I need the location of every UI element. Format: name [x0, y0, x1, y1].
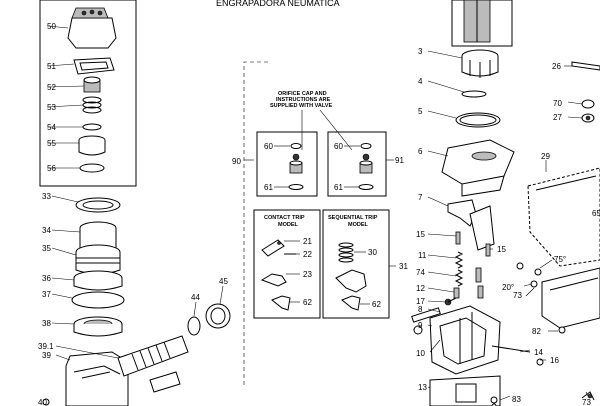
valve-box-right: 60 61 91: [327, 131, 404, 197]
callout-55: 55: [47, 139, 56, 148]
callout-62-contact: 62: [303, 298, 312, 307]
callout-60-left: 60: [264, 142, 273, 151]
callout-20: 20°: [502, 283, 514, 292]
top-left-parts-box: 50 51 52 53 54 55 56: [39, 0, 137, 187]
callout-27: 27: [553, 113, 562, 122]
callout-11: 11: [418, 251, 427, 260]
top-left-frame: [39, 0, 137, 187]
orifice-note-line1: ORIFICE CAP AND: [278, 91, 327, 97]
callout-39-1: 39.1: [38, 342, 54, 351]
callout-44: 44: [191, 293, 200, 302]
callout-60-right: 60: [334, 142, 343, 151]
callout-83: 83: [512, 395, 521, 404]
callout-75: 75°: [554, 255, 566, 264]
sequential-trip-label-line1: SEQUENTIAL TRIP: [328, 215, 378, 221]
callout-14: 14: [534, 348, 543, 357]
valve-box-left: 60 61: [256, 131, 318, 197]
callout-4: 4: [418, 77, 423, 86]
callout-16: 16: [550, 356, 559, 365]
callout-21: 21: [303, 237, 312, 246]
callout-36: 36: [42, 274, 51, 283]
sequential-trip-box: SEQUENTIAL TRIP MODEL 30 62 31: [322, 209, 408, 319]
sequential-trip-label-line2: MODEL: [348, 222, 369, 228]
callout-9: 9: [418, 321, 423, 330]
callout-91: 91: [395, 156, 404, 165]
callout-26: 26: [552, 62, 561, 71]
callout-61-left: 61: [264, 183, 273, 192]
callout-56: 56: [47, 164, 56, 173]
callout-31: 31: [399, 262, 408, 271]
callout-51: 51: [47, 62, 56, 71]
contact-trip-box: CONTACT TRIP MODEL 21 22 23 62: [253, 209, 321, 319]
callout-73-upper: 73: [513, 291, 522, 300]
orifice-note-line3: SUPPLIED WITH VALVE: [270, 103, 332, 109]
callout-33: 33: [42, 192, 51, 201]
orifice-note-line2: INSTRUCTIONS ARE: [276, 97, 331, 103]
callout-38: 38: [42, 319, 51, 328]
parts-44-45: 44 45: [187, 277, 231, 336]
callout-53: 53: [47, 103, 56, 112]
callout-54: 54: [47, 123, 56, 132]
bracket-90: 90: [232, 61, 268, 388]
callout-61-right: 61: [334, 183, 343, 192]
callout-62-sequential: 62: [372, 300, 381, 309]
callout-3: 3: [418, 47, 423, 56]
callout-12: 12: [416, 284, 425, 293]
callout-65: 65: [592, 209, 600, 218]
cylinder-stack: 33 34 35 36 37 38 39.1 39 40: [38, 192, 189, 406]
callout-70: 70: [553, 99, 562, 108]
callout-74: 74: [416, 268, 425, 277]
callout-39: 39: [42, 351, 51, 360]
callout-34: 34: [42, 226, 51, 235]
callout-73-lower: 73: [582, 398, 591, 406]
callout-5: 5: [418, 107, 423, 116]
callout-22: 22: [303, 250, 312, 259]
callout-13: 13: [418, 383, 427, 392]
callout-17: 17: [416, 297, 425, 306]
callout-50: 50: [47, 22, 56, 31]
diagram-title: ENGRAPADORA NEUMATICA: [216, 0, 340, 8]
callout-29: 29: [541, 152, 550, 161]
callout-82: 82: [532, 327, 541, 336]
far-right-assembly: 26 70 27 29 75° 20° 73 82 73 83 65: [499, 61, 600, 406]
contact-trip-label-line2: MODEL: [278, 222, 299, 228]
callout-23: 23: [303, 270, 312, 279]
callout-37: 37: [42, 290, 51, 299]
callout-40: 40: [38, 398, 47, 406]
callout-7: 7: [418, 193, 423, 202]
callout-30: 30: [368, 248, 377, 257]
contact-trip-label-line1: CONTACT TRIP: [264, 215, 305, 221]
callout-8: 8: [418, 305, 423, 314]
callout-6: 6: [418, 147, 423, 156]
callout-15-left: 15: [416, 230, 425, 239]
callout-35: 35: [42, 244, 51, 253]
callout-90: 90: [232, 157, 241, 166]
callout-45: 45: [219, 277, 228, 286]
callout-15-right: 15: [497, 245, 506, 254]
right-assembly: 3 4 5 6 7 15 15 11 74 12 17 8 9 10 13 14…: [411, 0, 559, 406]
callout-10: 10: [416, 349, 425, 358]
callout-52: 52: [47, 83, 56, 92]
